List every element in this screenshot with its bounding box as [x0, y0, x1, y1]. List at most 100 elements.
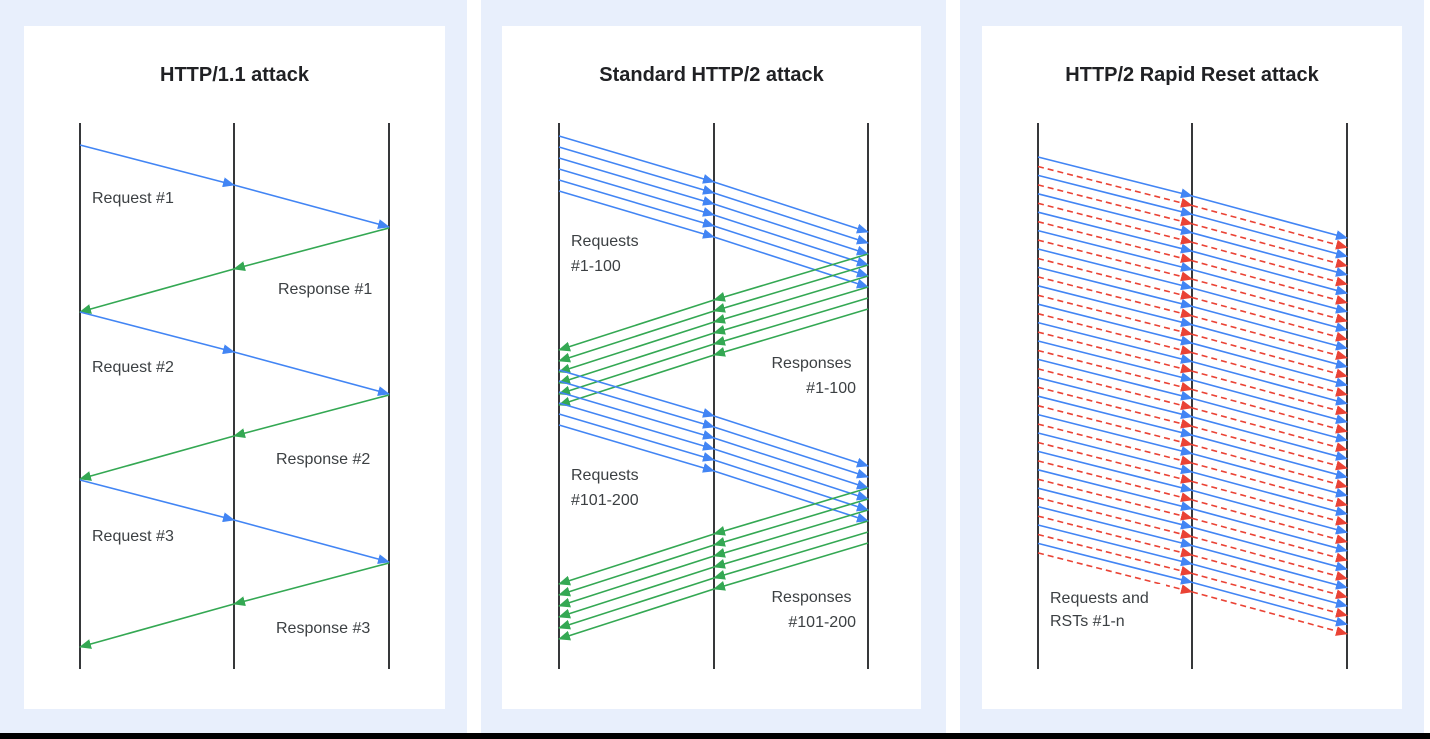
rapid-request-14-to-proxy — [1037, 395, 1193, 438]
label-responses-101-200: Responses #101-200 — [772, 589, 857, 631]
rapid-request-5-to-proxy — [1037, 229, 1193, 272]
request-batch-a-1-to-backend — [713, 181, 869, 234]
rapid-reset-11-to-proxy — [1037, 349, 1193, 392]
request-1-to-proxy — [79, 144, 235, 188]
rapid-reset-13-to-proxy — [1037, 386, 1193, 429]
request-3-to-proxy — [79, 479, 235, 523]
request-batch-a-3-to-proxy — [558, 157, 715, 206]
response-batch-b-3-to-client — [558, 555, 715, 608]
rapid-reset-20-to-backend — [1191, 554, 1348, 600]
response-batch-a-3-to-proxy — [713, 275, 869, 324]
label-responses-101-200-line1: Responses — [772, 589, 852, 606]
response-batch-a-1-to-client — [558, 299, 715, 352]
rapid-request-22-to-backend — [1191, 581, 1348, 627]
rapid-request-8-to-proxy — [1037, 285, 1193, 327]
request-batch-b-1-to-backend — [713, 415, 869, 468]
label-requests-1-100-line2: #1-100 — [571, 258, 621, 275]
request-3-to-backend — [233, 519, 390, 564]
rapid-request-6-to-backend — [1191, 287, 1348, 332]
rapid-request-15-to-proxy — [1037, 413, 1193, 456]
rapid-reset-5-to-backend — [1191, 278, 1348, 324]
rapid-request-2-to-proxy — [1037, 174, 1193, 217]
rapid-reset-3-to-proxy — [1037, 202, 1193, 245]
response-1-to-proxy — [233, 227, 390, 272]
response-batch-a-1-to-proxy — [713, 253, 869, 302]
rapid-request-18-to-backend — [1191, 508, 1348, 553]
label-requests-1-100-line1: Requests — [571, 233, 639, 250]
response-batch-b-3-to-proxy — [713, 509, 869, 558]
rapid-reset-14-to-proxy — [1037, 404, 1193, 447]
panel-title-http11: HTTP/1.1 attack — [160, 64, 309, 86]
label-responses-1-100: Responses #1-100 — [772, 355, 857, 397]
rapid-request-20-to-backend — [1191, 544, 1348, 590]
rapid-reset-11-to-backend — [1191, 388, 1348, 434]
rapid-request-18-to-proxy — [1037, 469, 1193, 511]
label-requests-101-200-line2: #101-200 — [571, 492, 639, 509]
rapid-request-19-to-backend — [1191, 526, 1348, 572]
label-response-3: Response #3 — [276, 620, 370, 637]
response-batch-a-3-to-client — [558, 321, 715, 374]
label-requests-1-100: Requests #1-100 — [571, 233, 643, 275]
rapid-request-1-to-backend — [1191, 195, 1348, 240]
label-requests-101-200-line1: Requests — [571, 467, 639, 484]
response-3-to-proxy — [233, 562, 390, 607]
rapid-request-20-to-proxy — [1037, 505, 1193, 548]
rapid-reset-7-to-backend — [1191, 315, 1348, 360]
rapid-reset-22-to-backend — [1191, 591, 1348, 636]
response-batch-b-5-to-proxy — [713, 531, 869, 580]
request-batch-b-2-to-backend — [713, 426, 869, 479]
rapid-reset-7-to-proxy — [1037, 276, 1193, 319]
response-batch-b-2-to-proxy — [713, 498, 869, 547]
rapid-reset-8-to-proxy — [1037, 294, 1193, 337]
request-batch-b-5-to-proxy — [558, 413, 715, 462]
rapid-reset-17-to-backend — [1191, 499, 1348, 544]
request-batch-a-2-to-proxy — [558, 146, 715, 195]
rapid-reset-9-to-backend — [1191, 351, 1348, 397]
rapid-reset-6-to-proxy — [1037, 257, 1193, 300]
rapid-request-4-to-proxy — [1037, 211, 1193, 254]
rapid-request-5-to-backend — [1191, 268, 1348, 314]
label-response-2: Response #2 — [276, 451, 370, 468]
rapid-reset-6-to-backend — [1191, 296, 1348, 342]
label-response-1: Response #1 — [278, 281, 372, 298]
rapid-reset-2-to-proxy — [1037, 184, 1193, 227]
rapid-request-12-to-proxy — [1037, 358, 1193, 401]
rapid-request-16-to-proxy — [1037, 432, 1193, 475]
rapid-reset-15-to-proxy — [1037, 423, 1193, 466]
panel-title-http2-standard: Standard HTTP/2 attack — [599, 64, 824, 86]
rapid-request-9-to-proxy — [1037, 303, 1193, 346]
rapid-reset-21-to-proxy — [1037, 533, 1193, 576]
rapid-reset-12-to-proxy — [1037, 368, 1193, 411]
request-batch-b-5-to-backend — [713, 459, 869, 512]
rapid-reset-14-to-backend — [1191, 443, 1348, 489]
rapid-reset-5-to-proxy — [1037, 239, 1193, 282]
rapid-reset-8-to-backend — [1191, 333, 1348, 379]
rapid-request-17-to-proxy — [1037, 450, 1193, 493]
rapid-request-3-to-proxy — [1037, 193, 1193, 235]
request-batch-b-6-to-proxy — [558, 424, 715, 473]
response-batch-b-1-to-client — [558, 533, 715, 586]
rapid-request-9-to-backend — [1191, 342, 1348, 388]
response-batch-b-2-to-client — [558, 544, 715, 597]
request-batch-a-3-to-backend — [713, 203, 869, 256]
request-batch-b-3-to-backend — [713, 437, 869, 490]
rapid-request-21-to-backend — [1191, 563, 1348, 608]
rapid-reset-20-to-proxy — [1037, 515, 1193, 558]
request-batch-a-4-to-proxy — [558, 168, 715, 217]
rapid-reset-19-to-proxy — [1037, 496, 1193, 539]
rapid-request-1-to-proxy — [1037, 156, 1193, 199]
rapid-request-16-to-backend — [1191, 471, 1348, 516]
label-request-3: Request #3 — [92, 528, 174, 545]
response-batch-a-5-to-client — [558, 343, 715, 396]
request-batch-a-1-to-proxy — [558, 135, 715, 184]
request-batch-a-2-to-backend — [713, 192, 869, 245]
request-batch-b-3-to-proxy — [558, 391, 715, 440]
rapid-reset-21-to-backend — [1191, 572, 1348, 618]
response-batch-b-4-to-client — [558, 566, 715, 619]
request-batch-a-5-to-proxy — [558, 179, 715, 228]
response-batch-b-4-to-proxy — [713, 520, 869, 569]
rapid-request-4-to-backend — [1191, 250, 1348, 296]
request-batch-a-4-to-backend — [713, 214, 869, 267]
rapid-request-11-to-proxy — [1037, 340, 1193, 383]
